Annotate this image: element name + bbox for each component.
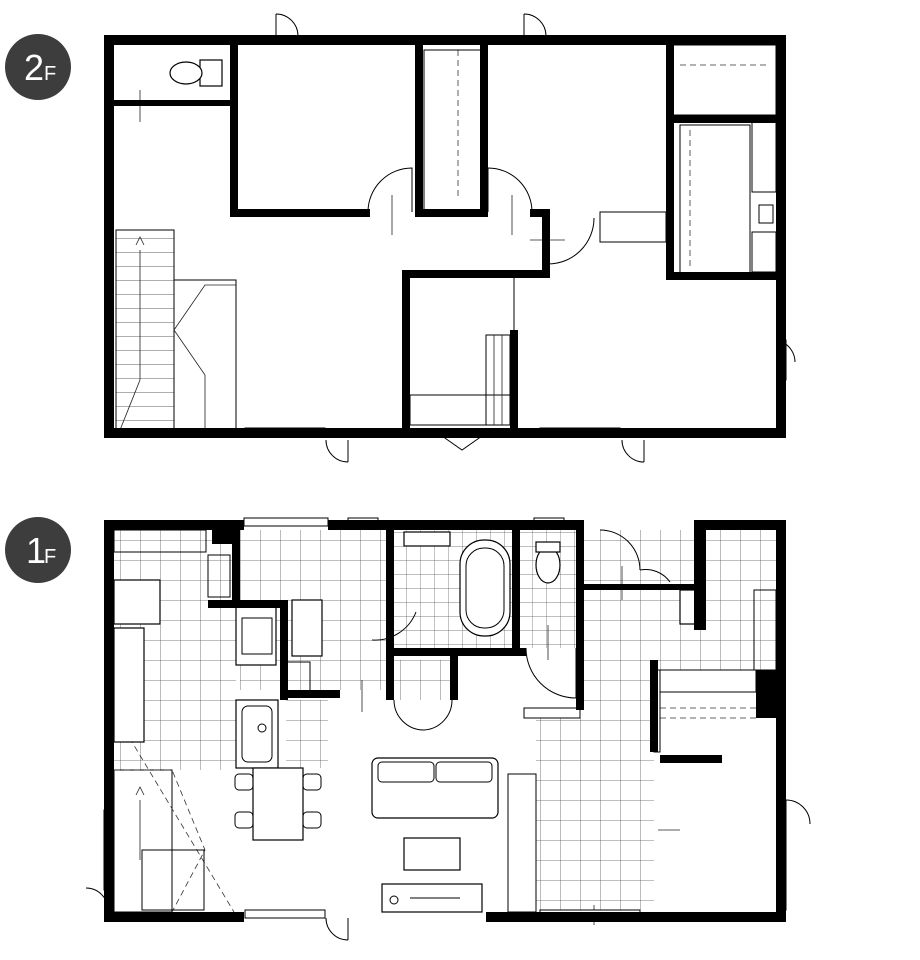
- walls-1f: [104, 520, 786, 922]
- bath-1f: [357, 521, 561, 637]
- doors-1f: [85, 529, 811, 941]
- doors-2f: [275, 13, 796, 463]
- kitchen-1f: [113, 579, 323, 769]
- badge-2f-suffix: F: [44, 63, 56, 85]
- stair-2f: [115, 229, 237, 431]
- stair-1f: [113, 711, 235, 913]
- badge-1f-number: 1: [26, 530, 46, 571]
- badge-1f-suffix: F: [44, 546, 56, 568]
- dining-table: [234, 767, 322, 841]
- badge-2f-circle: [5, 34, 71, 100]
- floor-badge-1f: 1 F: [5, 517, 71, 583]
- stair-2f-small: [409, 211, 667, 426]
- living-1f: [371, 757, 537, 913]
- walls-2f: [104, 35, 786, 438]
- toilet-2f: [166, 36, 226, 104]
- plan-1f: [85, 517, 811, 941]
- badge-2f-number: 2: [24, 47, 44, 88]
- swing-arrows-2f: [139, 90, 565, 241]
- floor-badge-2f: 2 F: [5, 34, 71, 100]
- swing-arrows-1f: [361, 566, 680, 925]
- badge-1f-circle: [5, 517, 71, 583]
- plan-2f: [104, 13, 796, 463]
